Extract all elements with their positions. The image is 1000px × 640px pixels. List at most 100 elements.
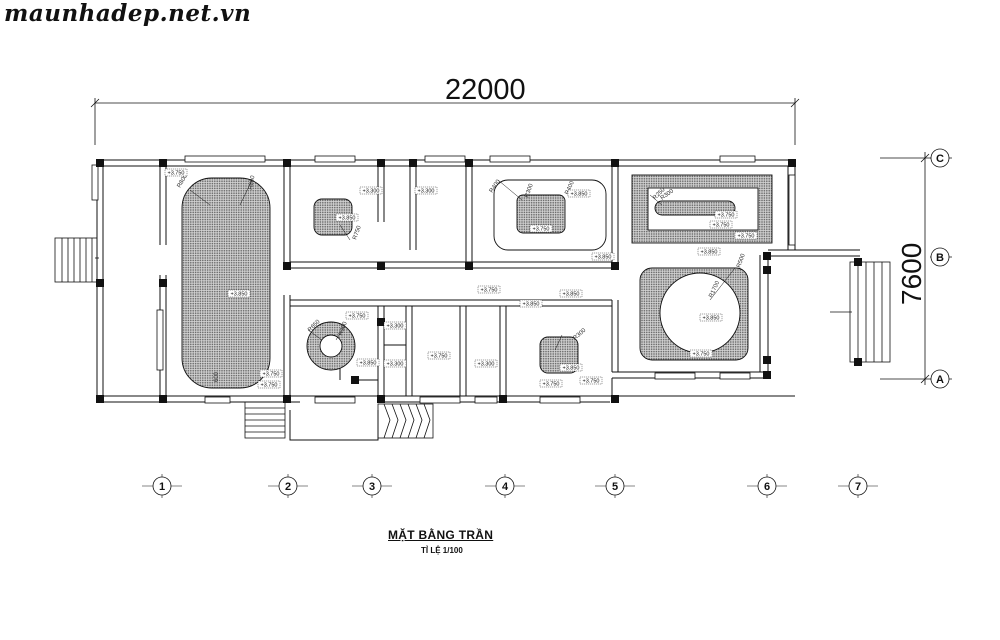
bottom-steps <box>244 401 434 439</box>
svg-text:6: 6 <box>764 481 770 493</box>
column-post <box>409 159 417 167</box>
svg-text:+3.300: +3.300 <box>387 324 404 330</box>
svg-text:R300: R300 <box>524 183 535 199</box>
ceiling-level-tag: +3.300 <box>359 186 383 195</box>
svg-text:4: 4 <box>502 481 509 493</box>
column-post <box>763 371 771 379</box>
svg-text:7: 7 <box>855 481 861 493</box>
grid-col-bubble-5: 5 <box>595 474 635 498</box>
left-entry-steps <box>54 237 99 283</box>
svg-text:+3.750: +3.750 <box>583 379 600 385</box>
ceiling-level-tag: +3.850 <box>567 189 591 198</box>
ceiling-level-tag: +3.850 <box>699 313 723 322</box>
column-post <box>159 159 167 167</box>
svg-text:R750: R750 <box>352 225 363 241</box>
svg-text:A: A <box>936 374 944 386</box>
column-post <box>377 395 385 403</box>
svg-text:+3.850: +3.850 <box>523 302 540 308</box>
column-post <box>611 159 619 167</box>
ceiling-level-tag: +3.750 <box>579 376 603 385</box>
svg-text:R500: R500 <box>736 253 747 269</box>
svg-text:+3.750: +3.750 <box>349 314 366 320</box>
svg-text:+3.850: +3.850 <box>231 292 248 298</box>
column-post <box>351 376 359 384</box>
svg-text:2: 2 <box>285 481 291 493</box>
grid-col-bubble-2: 2 <box>268 474 308 498</box>
column-post <box>763 252 771 260</box>
grid-col-bubble-1: 1 <box>142 474 182 498</box>
svg-text:R300: R300 <box>572 327 587 341</box>
ceiling-level-tag: +3.750 <box>259 369 283 378</box>
svg-text:+3.750: +3.750 <box>713 223 730 229</box>
overall-height-dimension <box>880 152 932 385</box>
grid-col-bubble-6: 6 <box>747 474 787 498</box>
ceiling-level-tag: +3.750 <box>477 285 501 294</box>
svg-text:+3.750: +3.750 <box>431 354 448 360</box>
grid-col-bubble-7: 7 <box>838 474 878 498</box>
svg-text:+3.750: +3.750 <box>481 288 498 294</box>
structural-columns <box>96 159 862 403</box>
svg-text:C: C <box>936 153 944 165</box>
ceiling-level-tag: +3.850 <box>519 299 543 308</box>
right-entry-steps <box>830 261 891 363</box>
column-post <box>283 262 291 270</box>
column-post <box>96 279 104 287</box>
svg-text:5: 5 <box>612 481 618 493</box>
ceiling-level-tag: +3.750 <box>539 379 563 388</box>
svg-text:600: 600 <box>214 371 220 382</box>
svg-text:+3.300: +3.300 <box>363 189 380 195</box>
ceiling-level-tag: +3.850 <box>356 358 380 367</box>
svg-text:+3.750: +3.750 <box>718 213 735 219</box>
grid-col-bubble-4: 4 <box>485 474 525 498</box>
overall-width-dimension <box>90 98 800 145</box>
ceiling-features <box>181 174 773 389</box>
column-post <box>377 318 385 326</box>
column-post <box>611 262 619 270</box>
column-post <box>96 159 104 167</box>
svg-text:+3.750: +3.750 <box>168 171 185 177</box>
svg-text:+3.300: +3.300 <box>478 362 495 368</box>
column-post <box>283 395 291 403</box>
column-post <box>763 356 771 364</box>
ceiling-level-tag: +3.300 <box>383 321 407 330</box>
svg-text:3: 3 <box>369 481 375 493</box>
radius-dimension-lines <box>189 179 736 351</box>
ceiling-level-tag: +3.300 <box>414 186 438 195</box>
svg-text:+3.750: +3.750 <box>738 234 755 240</box>
ceiling-level-tag: +3.750 <box>164 168 188 177</box>
column-post <box>763 266 771 274</box>
ceiling-level-tag: +3.850 <box>335 213 359 222</box>
svg-text:+3.750: +3.750 <box>693 352 710 358</box>
column-post <box>283 159 291 167</box>
column-post <box>159 279 167 287</box>
svg-text:+3.850: +3.850 <box>595 255 612 261</box>
svg-text:R800: R800 <box>248 175 257 191</box>
ceiling-level-tag: +3.300 <box>383 359 407 368</box>
hall-ceiling-ring-hole <box>319 334 343 358</box>
column-post <box>159 395 167 403</box>
ceiling-level-tag: +3.750 <box>734 231 758 240</box>
column-post <box>611 395 619 403</box>
svg-text:+3.850: +3.850 <box>563 366 580 372</box>
grid-row-axes: C B A <box>930 148 952 389</box>
svg-text:+3.850: +3.850 <box>339 216 356 222</box>
overall-width-label: 22000 <box>445 74 526 106</box>
column-post <box>465 159 473 167</box>
ceiling-level-tag: +3.850 <box>559 363 583 372</box>
grid-col-bubble-3: 3 <box>352 474 392 498</box>
ceiling-level-tag: +3.750 <box>257 380 281 389</box>
svg-text:R350: R350 <box>338 321 349 337</box>
grid-row-bubble-C: C <box>930 148 950 168</box>
windows <box>91 155 796 404</box>
svg-text:+3.300: +3.300 <box>418 189 435 195</box>
svg-text:+3.850: +3.850 <box>360 361 377 367</box>
column-post <box>377 159 385 167</box>
grid-column-axes: 1 2 3 4 5 6 7 <box>142 474 878 498</box>
svg-text:+3.850: +3.850 <box>571 192 588 198</box>
grid-row-bubble-B: B <box>930 247 950 267</box>
ceiling-level-tag: +3.300 <box>474 359 498 368</box>
ceiling-level-tag: +3.750 <box>689 349 713 358</box>
svg-text:+3.750: +3.750 <box>533 227 550 233</box>
svg-text:1: 1 <box>159 481 165 493</box>
svg-text:+3.850: +3.850 <box>563 292 580 298</box>
